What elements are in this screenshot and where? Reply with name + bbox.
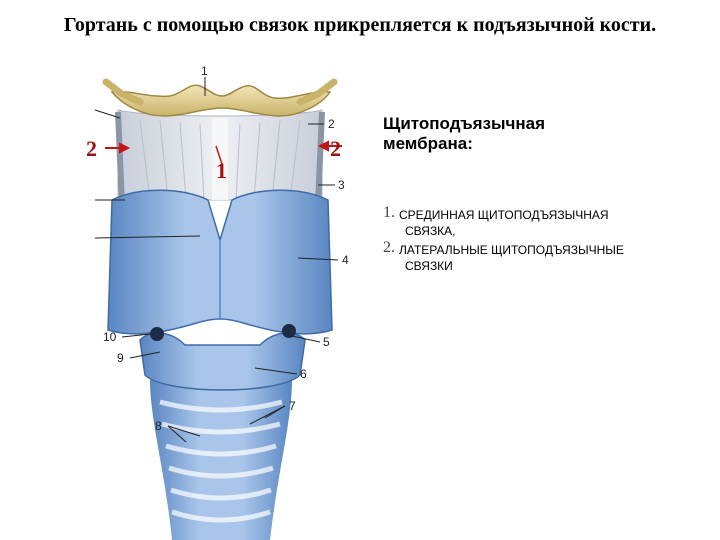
ligament-list: 1. СРЕДИННАЯ ЩИТОПОДЪЯЗЫЧНАЯ СВЯЗКА, 2. … bbox=[383, 204, 703, 277]
num-label-7: 7 bbox=[289, 399, 296, 413]
list-item-text-cont: СВЯЗКИ bbox=[405, 259, 453, 273]
list-item-number: 1. bbox=[383, 204, 395, 221]
leader-lines bbox=[94, 77, 339, 443]
list-item-text: СРЕДИННАЯ ЩИТОПОДЪЯЗЫЧНАЯ bbox=[399, 208, 609, 222]
num-label-8: 8 bbox=[155, 419, 162, 433]
hyoid-bone bbox=[110, 84, 332, 117]
list-item-text: ЛАТЕРАЛЬНЫЕ ЩИТОПОДЪЯЗЫЧНЫЕ bbox=[399, 243, 624, 257]
num-label-2: 2 bbox=[328, 117, 335, 131]
num-label-6: 6 bbox=[300, 367, 307, 381]
list-item: 1. СРЕДИННАЯ ЩИТОПОДЪЯЗЫЧНАЯ СВЯЗКА, bbox=[383, 204, 703, 239]
num-label-4: 4 bbox=[342, 253, 349, 267]
num-label-9: 9 bbox=[117, 351, 124, 365]
num-label-5: 5 bbox=[323, 335, 330, 349]
num-label-3: 3 bbox=[338, 178, 345, 192]
cricoid-cartilage bbox=[139, 332, 306, 391]
trachea bbox=[150, 380, 292, 540]
red-label-left-2: 2 bbox=[86, 136, 97, 161]
panel-title-line2: мембрана: bbox=[383, 134, 473, 153]
cricothyroid-joint-left bbox=[150, 327, 164, 341]
num-label-10: 10 bbox=[103, 330, 117, 344]
num-label-1: 1 bbox=[201, 64, 208, 78]
list-item: 2. ЛАТЕРАЛЬНЫЕ ЩИТОПОДЪЯЗЫЧНЫЕ СВЯЗКИ bbox=[383, 239, 703, 274]
page-title: Гортань с помощью связок прикрепляется к… bbox=[63, 14, 657, 36]
lateral-ligament-right bbox=[315, 111, 325, 206]
red-label-right-2: 2 bbox=[330, 136, 341, 161]
panel-title: Щитоподъязычная мембрана: bbox=[383, 114, 683, 154]
list-item-number: 2. bbox=[383, 239, 395, 256]
membrane-fibers bbox=[139, 119, 301, 201]
lateral-ligament-left bbox=[115, 111, 125, 206]
cricothyroid-joint-right bbox=[282, 324, 296, 338]
greater-horn-right bbox=[296, 78, 338, 106]
list-item-text-cont: СВЯЗКА, bbox=[405, 224, 456, 238]
red-arrows bbox=[105, 140, 342, 165]
red-label-1: 1 bbox=[216, 158, 227, 183]
greater-horn-left bbox=[102, 78, 144, 106]
panel-title-line1: Щитоподъязычная bbox=[383, 114, 546, 133]
